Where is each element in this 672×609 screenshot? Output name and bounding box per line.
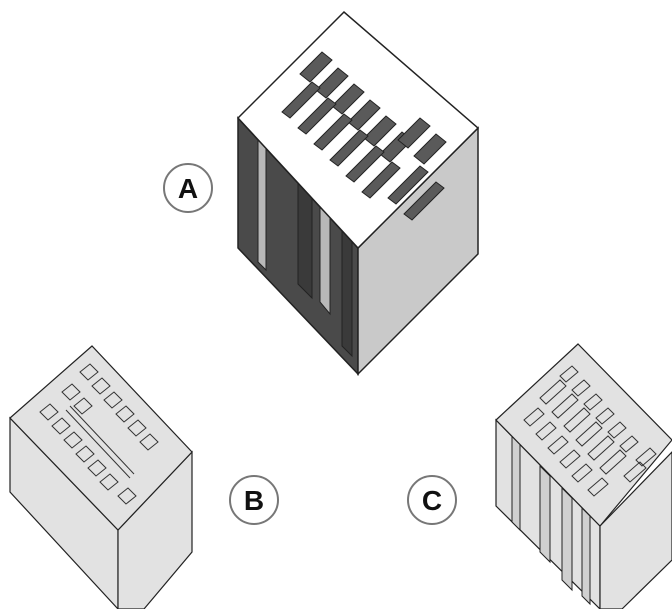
label-a: A (163, 163, 213, 213)
label-a-text: A (178, 173, 198, 204)
block-a-groove-strip (257, 136, 267, 272)
block-c-grooves (511, 434, 591, 606)
block-a-groove (341, 224, 353, 358)
label-c-text: C (422, 485, 442, 516)
block-b-top-face (9, 345, 193, 531)
block-c (495, 343, 672, 609)
label-a-circle (163, 163, 213, 213)
label-b-circle (229, 475, 279, 525)
label-b-text: B (244, 485, 264, 516)
block-a-groove (297, 178, 313, 300)
label-b: B (229, 475, 279, 525)
block-b-slots (39, 363, 159, 505)
block-a (236, 10, 480, 376)
block-a-slots (281, 51, 447, 221)
label-c-circle (407, 475, 457, 525)
block-b (9, 345, 193, 609)
block-c-slots (523, 365, 657, 497)
label-c: C (407, 475, 457, 525)
block-c-right-face (599, 451, 672, 609)
